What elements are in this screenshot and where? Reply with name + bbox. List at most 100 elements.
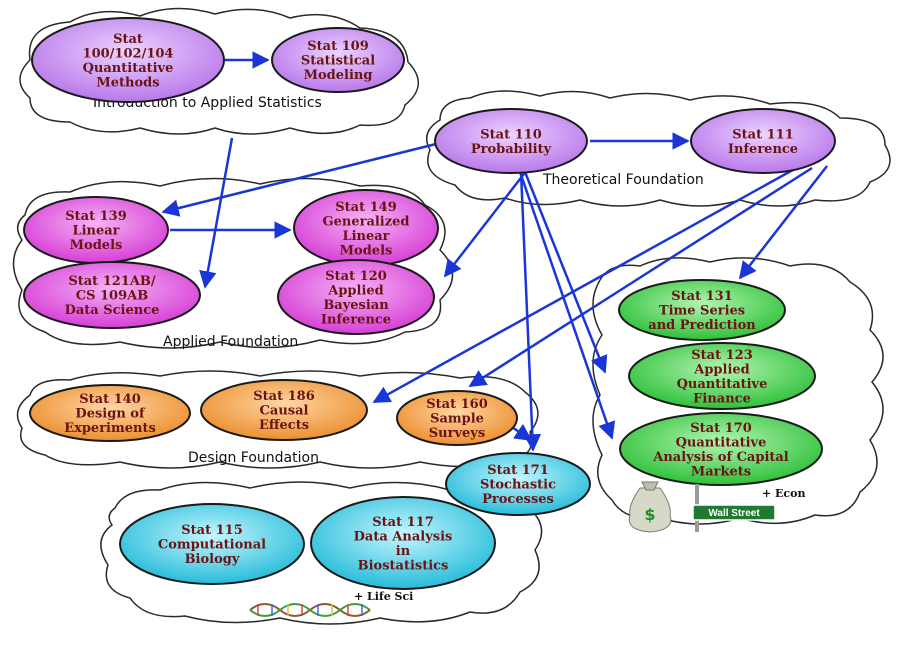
- node-label-line: Stat 123: [691, 348, 752, 363]
- arrow-stat110-to-stat120: [443, 169, 528, 278]
- node-label-line: 100/102/104: [83, 46, 174, 61]
- node-bubble-stat117: [310, 496, 496, 590]
- arrow-stat109-to-stat121: [199, 137, 234, 289]
- node-label-line: in: [396, 544, 411, 559]
- node-label-line: Computational: [158, 538, 266, 553]
- dollar-symbol: $: [644, 505, 655, 524]
- node-label-line: Finance: [693, 391, 751, 406]
- node-label-line: Inference: [321, 312, 391, 327]
- node-bubble-stat123: [628, 342, 816, 410]
- node-label-line: Processes: [482, 492, 554, 507]
- node-label-line: Stat 139: [65, 209, 126, 224]
- node-bubble-stat115: [119, 503, 305, 585]
- node-bubble-stat160: [396, 390, 518, 446]
- cloud-label-applied: Applied Foundation: [163, 334, 298, 350]
- node-label-line: Applied: [693, 362, 750, 377]
- arrow-stat110-to-stat170: [518, 171, 616, 440]
- cloud-label-life-sci: + Life Sci: [354, 590, 413, 603]
- arrow-stat111-to-stat160: [468, 166, 813, 388]
- node-label-line: Data Analysis: [354, 529, 453, 544]
- node-bubble-stat140: [29, 384, 191, 442]
- node-bubble-stat121: [23, 261, 201, 329]
- cloud-label-econ: + Econ: [762, 487, 805, 500]
- arrow-stat110-to-stat171: [519, 171, 542, 452]
- node-bubble-stat170: [619, 412, 823, 486]
- node-label-line: Surveys: [429, 426, 485, 441]
- node-label-line: Stochastic: [480, 478, 556, 493]
- node-label-line: Linear: [342, 229, 389, 244]
- node-label-line: Methods: [96, 75, 159, 90]
- node-label-line: Stat 140: [79, 392, 140, 407]
- node-label-line: Stat 109: [307, 39, 368, 54]
- arrow-stat110-to-stat139: [161, 141, 441, 217]
- node-label-line: CS 109AB: [76, 289, 148, 304]
- node-label-line: Experiments: [64, 421, 156, 436]
- node-label-line: Quantitative: [677, 377, 768, 392]
- node-label-line: Stat 115: [181, 523, 242, 538]
- node-label-line: Quantitative: [676, 435, 767, 450]
- money-bag-icon: $: [628, 481, 672, 533]
- node-label-line: Statistical: [301, 54, 375, 69]
- cloud-label-design: Design Foundation: [188, 450, 319, 466]
- node-label-line: Biology: [185, 552, 240, 567]
- node-label-line: Inference: [728, 142, 798, 157]
- arrow-stat111-to-stat131: [738, 165, 828, 280]
- node-label-line: Modeling: [304, 68, 373, 83]
- node-bubble-stat131: [618, 279, 786, 341]
- node-label-line: Sample: [430, 412, 484, 427]
- node-label-line: Stat 171: [487, 463, 548, 478]
- arrow-stat110-to-stat123: [523, 171, 608, 374]
- node-label-line: Analysis of Capital: [652, 450, 789, 465]
- node-label-line: Stat 117: [372, 515, 433, 530]
- node-label-line: Stat 120: [325, 269, 386, 284]
- node-bubble-stat100: [31, 17, 225, 103]
- node-label-line: Bayesian: [323, 298, 389, 313]
- node-bubble-stat109: [271, 27, 405, 93]
- node-label-line: Design of: [75, 407, 146, 422]
- node-label-line: Stat 186: [253, 389, 314, 404]
- node-bubble-stat111: [690, 108, 836, 174]
- node-label-line: Linear: [72, 224, 119, 239]
- wall-street-sign-icon: Wall Street: [692, 484, 776, 532]
- wall-street-sign-text: Wall Street: [708, 508, 760, 519]
- node-label-line: Applied: [327, 283, 384, 298]
- node-label-line: Models: [340, 243, 393, 258]
- node-bubble-stat120: [277, 259, 435, 335]
- node-label-line: Stat 160: [426, 397, 487, 412]
- node-label-line: Stat 131: [671, 289, 732, 304]
- node-label-line: Generalized: [323, 214, 410, 229]
- node-bubble-stat110: [434, 108, 588, 174]
- node-label-line: Probability: [471, 142, 552, 157]
- node-label-line: Causal: [260, 404, 309, 419]
- node-label-line: Models: [70, 238, 123, 253]
- node-label-line: Stat 121AB/: [68, 274, 156, 289]
- node-label-line: Time Series: [659, 304, 745, 319]
- dna-icon: [249, 603, 371, 617]
- node-label-line: Stat 149: [335, 200, 396, 215]
- node-label-line: Quantitative: [83, 61, 174, 76]
- node-label-line: Data Science: [65, 303, 160, 318]
- node-label-line: Stat 111: [732, 127, 793, 142]
- node-bubble-stat171: [445, 452, 591, 516]
- node-label-line: Effects: [259, 418, 309, 433]
- cloud-label-theoretical: Theoretical Foundation: [542, 172, 704, 188]
- node-label-line: and Prediction: [648, 318, 756, 333]
- arrow-stat111-to-stat186: [372, 164, 801, 404]
- node-label-line: Stat 110: [480, 127, 541, 142]
